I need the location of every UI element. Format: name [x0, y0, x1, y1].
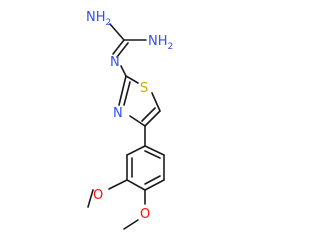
atom-label-n-imine: N — [110, 55, 120, 70]
atom-label-o-methoxy-4: O — [140, 207, 150, 222]
bond-ar4-ar5-inner — [144, 175, 161, 185]
bond-c2-s — [125, 75, 139, 84]
atom-label-nh2-right: NH2 — [148, 34, 173, 52]
bond-c5-c4-a — [144, 110, 161, 127]
bond-c4-n3 — [129, 115, 146, 127]
bond-ar4-ar5 — [144, 179, 165, 191]
atom-label-nh2-top: NH2 — [86, 10, 111, 28]
bond-c-nh2-top — [109, 23, 125, 41]
bonds — [87, 23, 165, 230]
atom-label-s-thiazole: S — [140, 81, 148, 96]
bond-n3-c2-a — [118, 75, 127, 106]
atom-label-n-thiazole: N — [113, 106, 123, 121]
bond-o-ch3-3 — [87, 189, 94, 208]
bond-n-c2 — [120, 65, 127, 77]
bond-ar3-ar4 — [126, 179, 146, 191]
bond-ar1-ar2 — [126, 145, 146, 156]
bond-o-ch3-4 — [123, 219, 139, 230]
bond-ar3-o — [108, 179, 128, 190]
bond-s-c5 — [151, 92, 161, 112]
chemical-structure: NH2 NH2 N S N O O — [86, 10, 173, 230]
bond-c5-c4-b — [141, 107, 156, 122]
bond-c-n-imine-b — [116, 42, 129, 58]
bond-n3-c2-b — [123, 81, 131, 106]
bond-ar6-ar1-inner — [144, 150, 161, 159]
bond-c-n-imine-a — [112, 39, 125, 55]
bond-ar6-ar1 — [144, 145, 165, 156]
atom-label-o-methoxy-3: O — [93, 188, 103, 203]
